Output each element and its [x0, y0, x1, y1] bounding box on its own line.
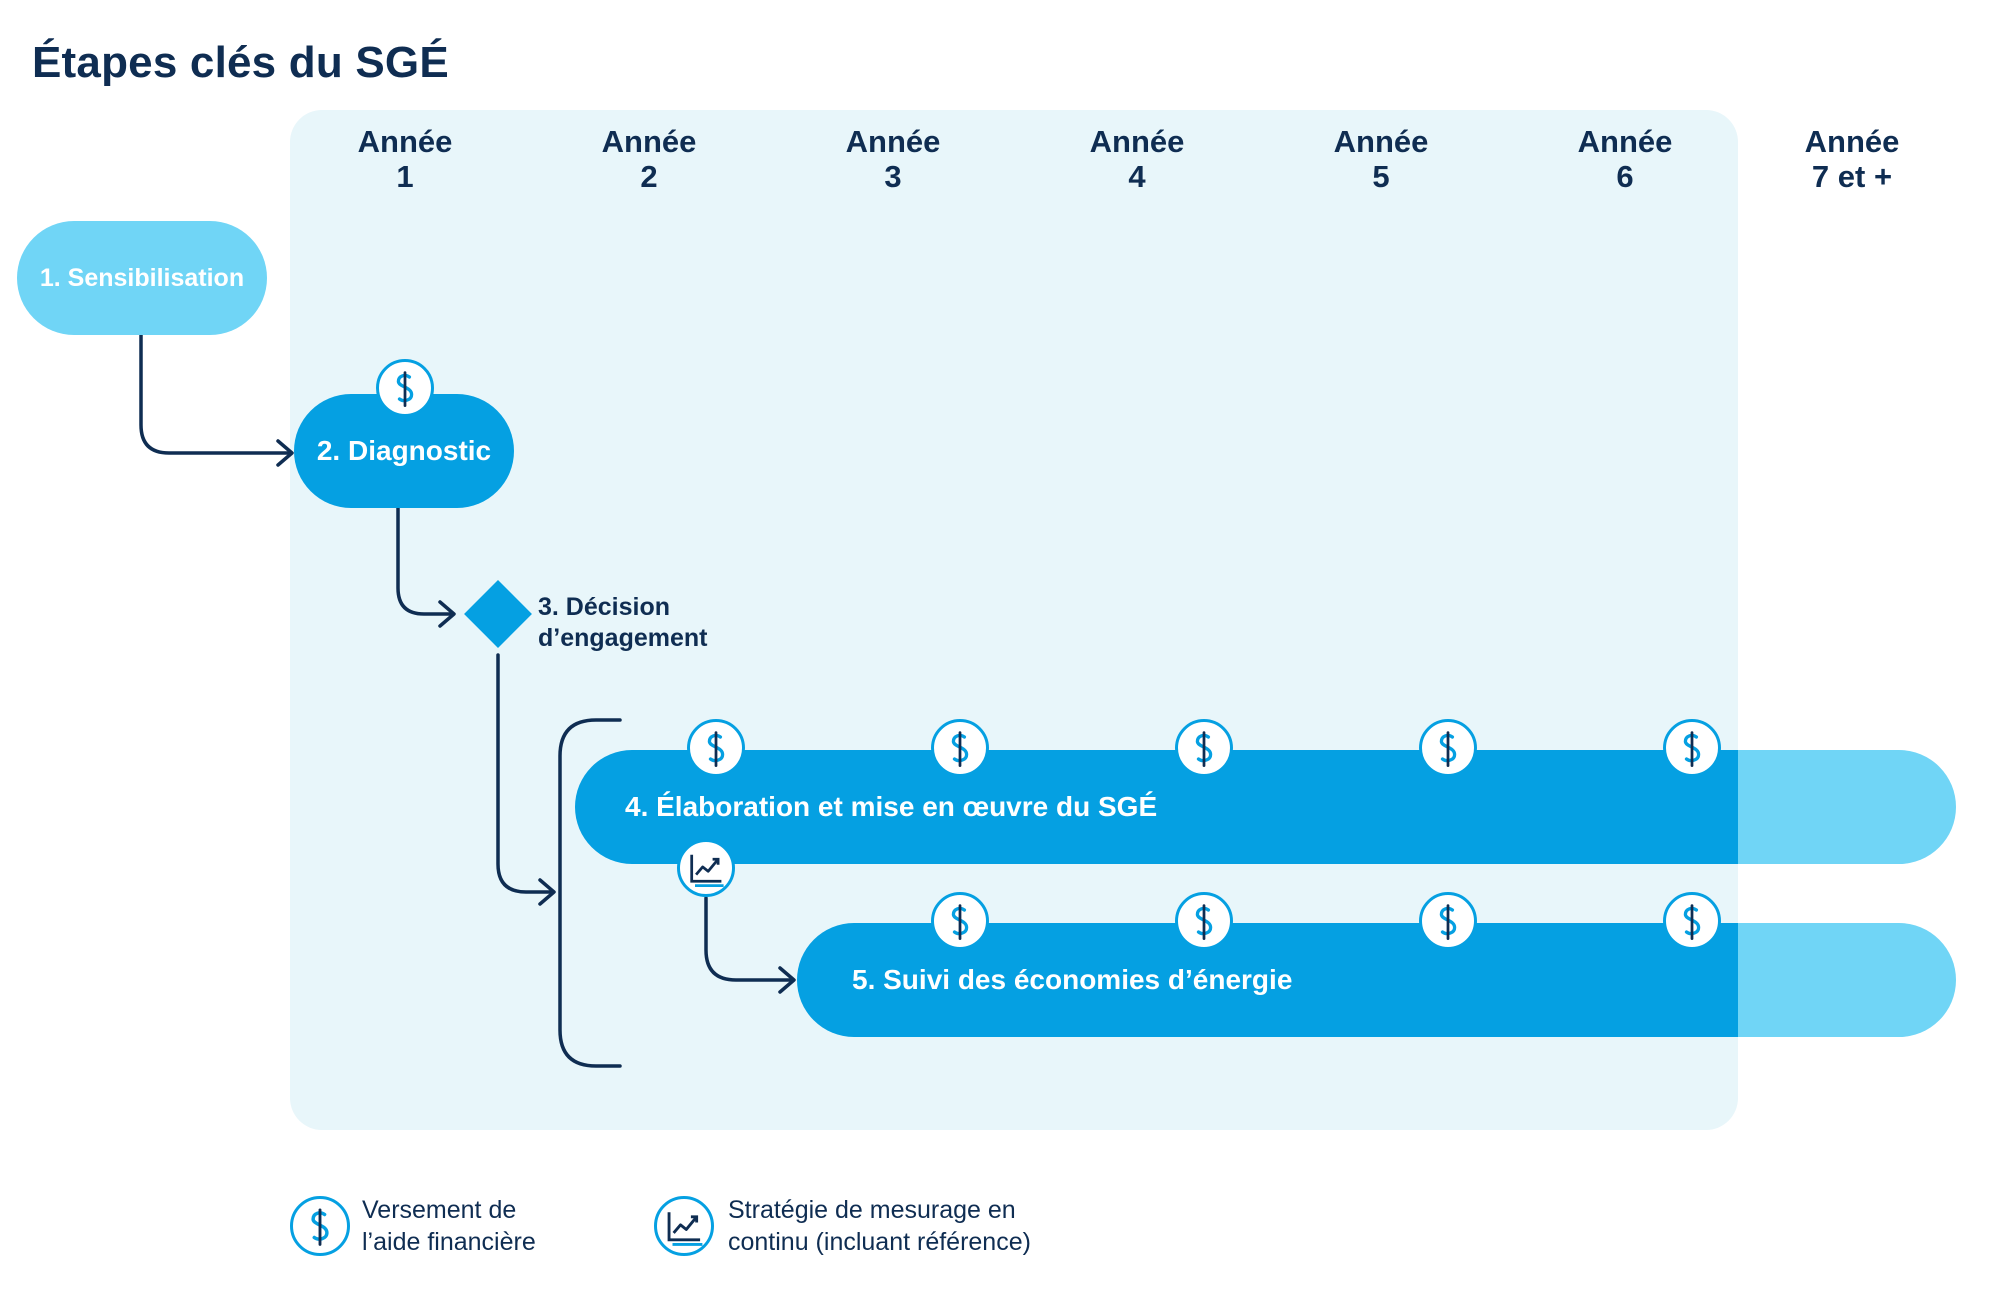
arrow-head-3 — [438, 600, 456, 628]
step-5-label: 5. Suivi des économies d’énergie — [852, 964, 1293, 995]
step-1-label: 1. Sensibilisation — [39, 263, 245, 292]
step-2-label: 2. Diagnostic — [316, 435, 492, 466]
dollar-icon — [1419, 719, 1477, 777]
page-title: Étapes clés du SGÉ — [32, 38, 449, 87]
step-1-sensibilisation: 1. Sensibilisation — [17, 221, 267, 335]
dollar-icon — [290, 1196, 350, 1256]
arrow-head-bracket — [538, 878, 556, 906]
arrow-head-5 — [778, 966, 796, 994]
dollar-icon — [376, 359, 434, 417]
dollar-icon — [687, 719, 745, 777]
dollar-icon — [1175, 892, 1233, 950]
arrow-head-2 — [276, 439, 294, 467]
chart-trend-icon — [654, 1196, 714, 1256]
step-4-elaboration: 4. Élaboration et mise en œuvre du SGÉ — [575, 750, 1738, 864]
dollar-icon — [931, 719, 989, 777]
dollar-icon — [1663, 892, 1721, 950]
step-4-extension — [1738, 750, 1956, 864]
dollar-icon — [1663, 719, 1721, 777]
connector-3-to-bracket — [496, 653, 554, 894]
step-5-extension — [1738, 923, 1956, 1037]
connector-2-to-3 — [396, 506, 454, 616]
dollar-icon — [1175, 719, 1233, 777]
chart-trend-icon — [677, 839, 735, 897]
connector-4-to-5 — [704, 896, 794, 982]
bracket — [558, 718, 622, 1068]
step-4-label: 4. Élaboration et mise en œuvre du SGÉ — [625, 791, 1158, 822]
connector-1-to-2 — [139, 333, 292, 455]
dollar-icon — [1419, 892, 1477, 950]
dollar-icon — [931, 892, 989, 950]
